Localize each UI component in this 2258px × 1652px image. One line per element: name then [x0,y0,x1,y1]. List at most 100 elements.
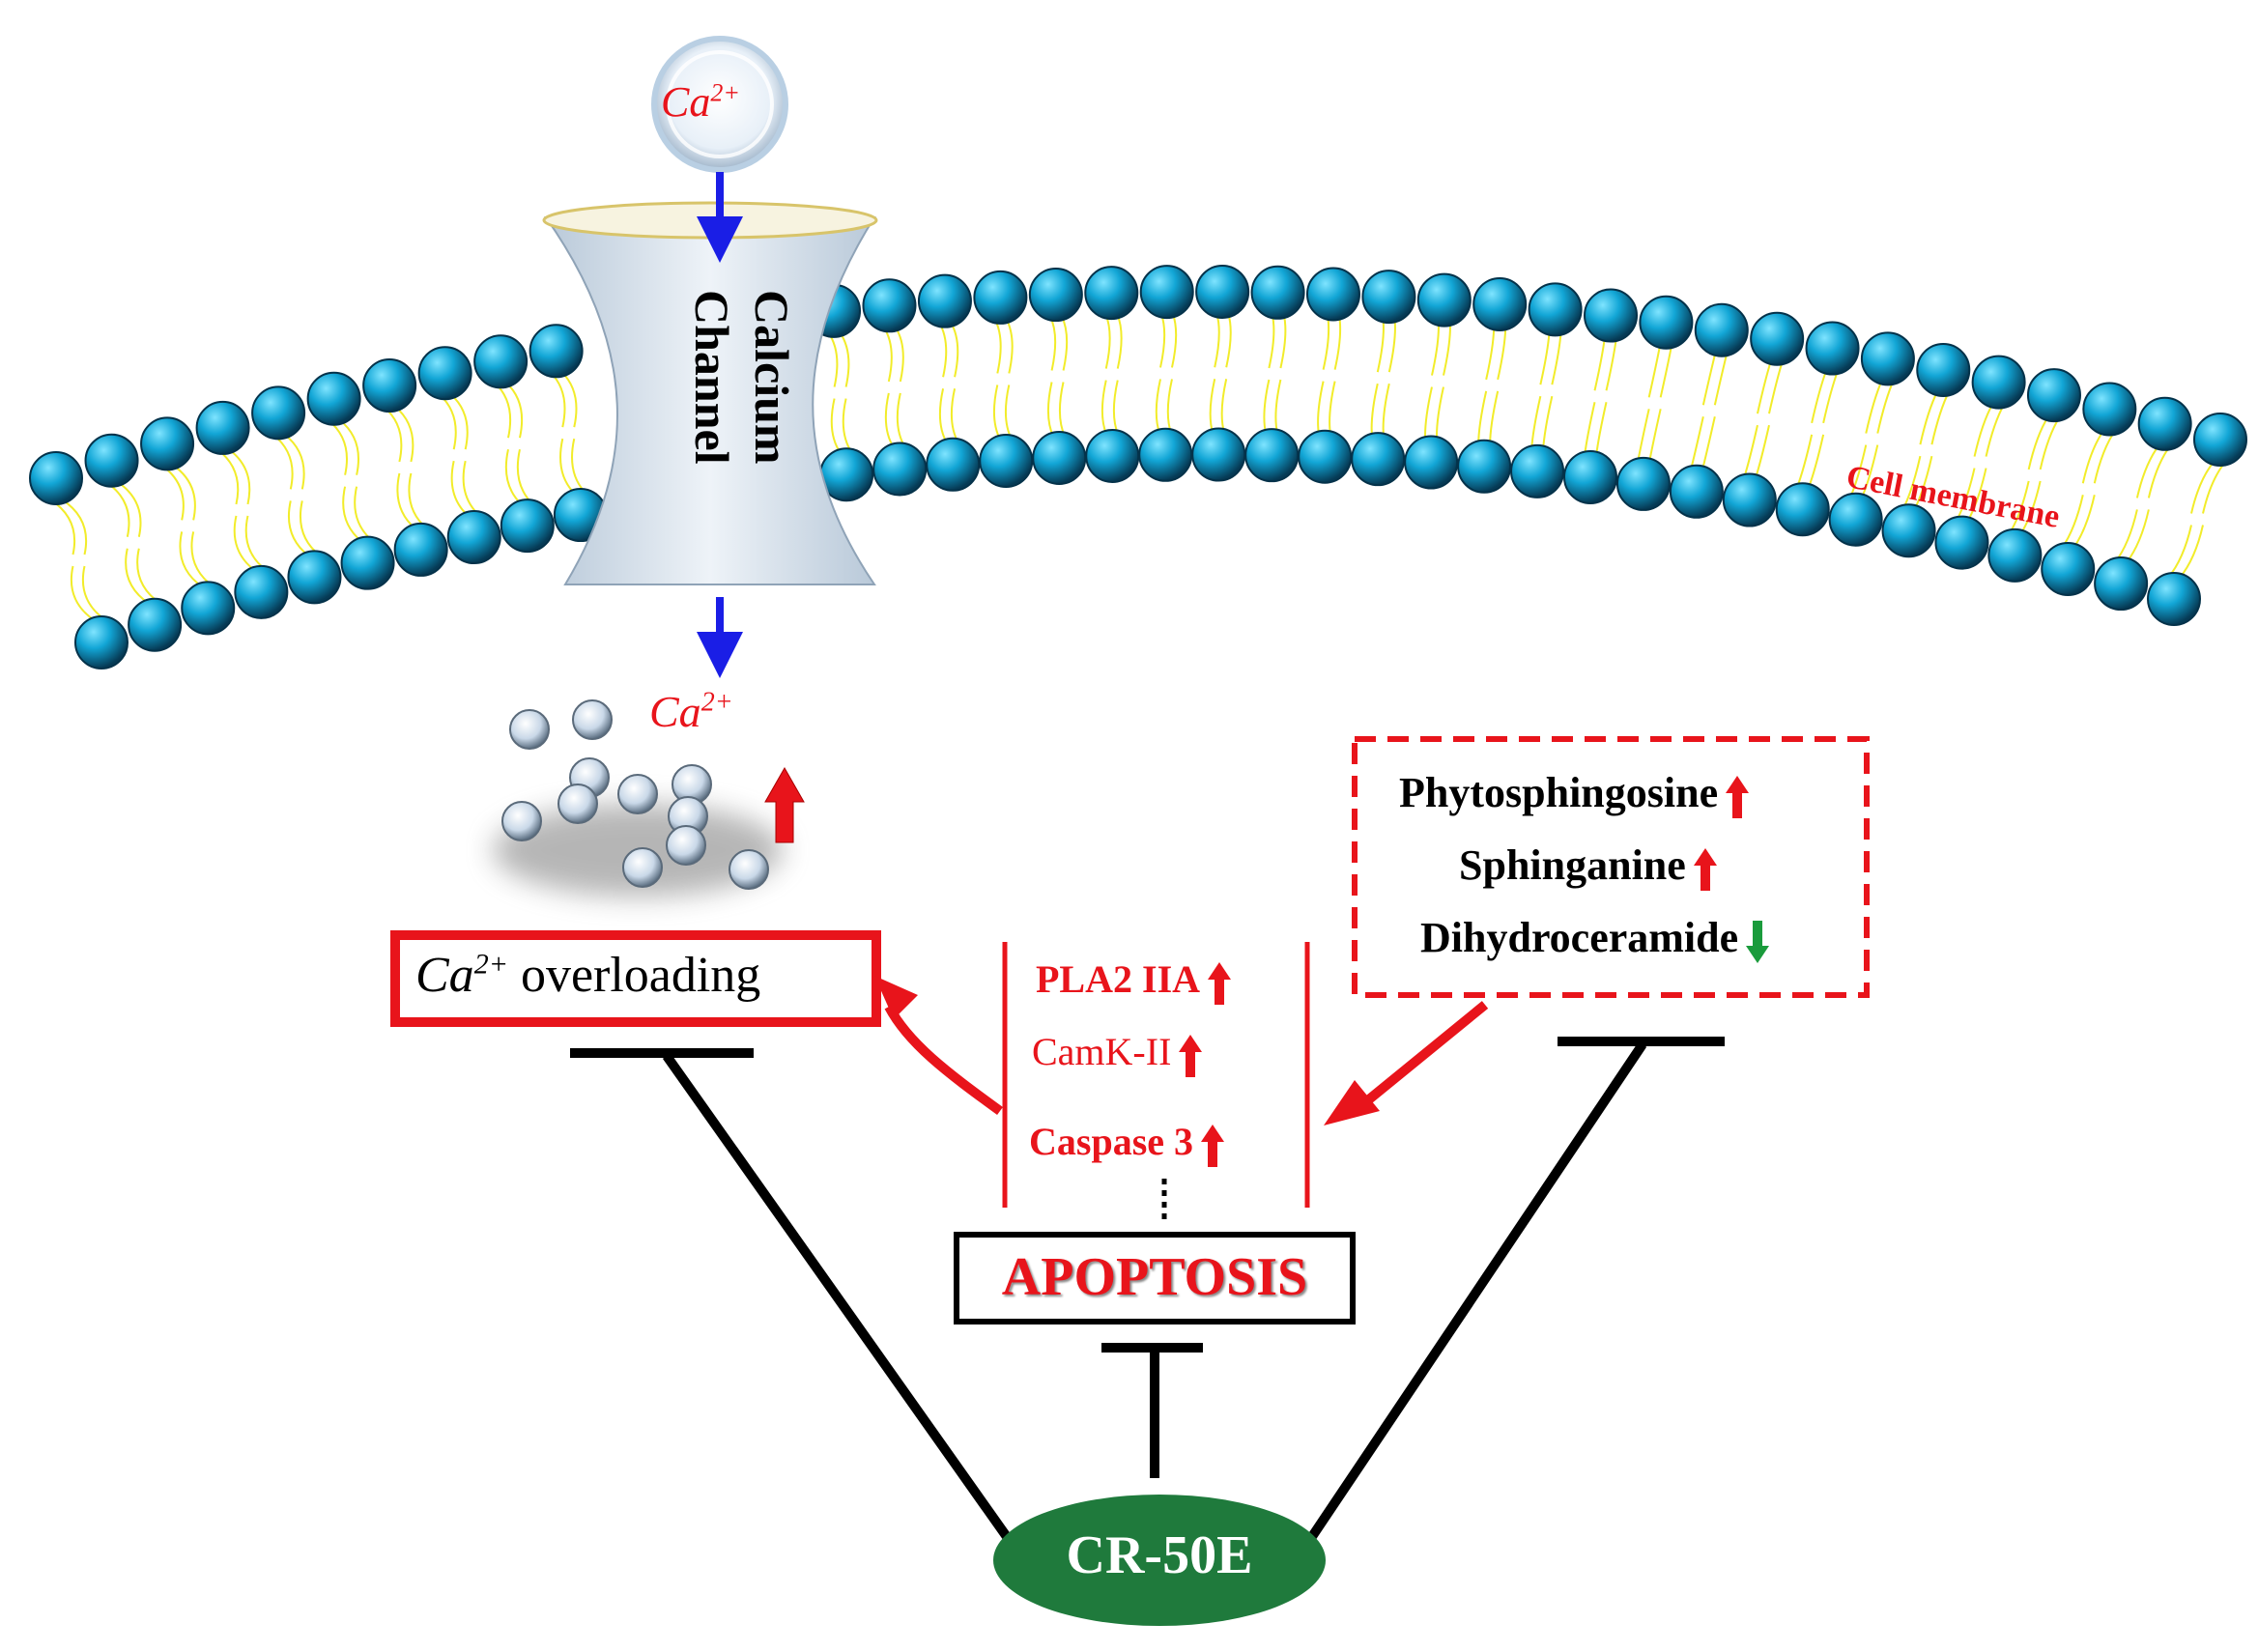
lipid-head [287,550,342,605]
lipid-head [1775,482,1830,537]
lipid-tail [1058,315,1069,438]
lipid-tail [1112,313,1123,436]
lipid-tail [215,448,256,572]
lipid-tail [1701,351,1729,471]
lipid-tail [950,322,960,444]
arrow-up-icon [1693,847,1717,891]
marker-row-3: Caspase 3 [1029,1119,1225,1167]
lipid-heads [29,264,2247,669]
lipid-head [362,358,417,413]
lipid-head [181,581,236,636]
lipid-tail [1807,369,1840,489]
overloading-prefix: Ca [415,948,474,1003]
lipid-head [1987,527,2043,583]
lipid-head [1971,355,2026,410]
lipid-head [1404,435,1459,490]
channel-line2: Channel [685,290,739,465]
arrow-up-icon [1726,775,1750,818]
lipid-tail [505,382,534,505]
sphingolipid-row-1: Phytosphingosine [1399,768,1750,818]
lipid-head [1250,265,1305,320]
ion-inner-sup: 2+ [700,687,733,718]
lipid-tail [227,448,268,572]
marker-row-2: CamK-II [1032,1029,1203,1077]
sphingolipid-box [1352,736,1870,998]
lipid-head [1191,427,1246,482]
lipid-head [1138,427,1193,482]
lipid-head [2147,572,2201,626]
lipid-head [1416,272,1472,328]
sphingolipid-label: Dihydroceramide [1420,914,1739,961]
lipid-tail [1209,312,1220,434]
lipid-head [1032,430,1087,485]
arrow-up-icon [1179,1034,1203,1077]
lipid-tail [894,326,907,449]
lipid-tail [1274,313,1287,435]
lipid-tail [827,331,842,454]
marker-label: PLA2 IIA [1036,957,1201,1001]
lipid-head [872,441,928,497]
lipid-head [2082,382,2137,437]
lipid-head [140,416,195,471]
lipid-tail [1689,351,1717,471]
lipid-head [74,615,129,669]
marker-to-overload-arrow [884,1004,1003,1116]
lipid-tail [383,406,416,529]
lipid-tail [1636,343,1662,464]
ion-inner-text: Ca [649,687,701,736]
compound-ellipse [993,1495,1326,1626]
lipid-head [2193,413,2247,467]
marker-label: CamK-II [1032,1030,1172,1073]
lipid-tail [1584,336,1607,457]
lipid-tail [1647,343,1673,464]
lipid-head [926,437,981,492]
lipid-head [1860,331,1915,386]
lipid-tail [1100,313,1111,436]
lipid-head [1615,456,1671,511]
lipid-head [1669,464,1724,519]
lipid-head [979,433,1034,488]
lipid-tail [1542,330,1562,450]
lipid-head [2137,396,2192,451]
lipid-head [29,451,83,505]
lipid-head [1195,264,1250,319]
lipid-head [2041,541,2096,596]
lipid-head [446,510,501,565]
lipid-head [234,564,289,619]
lipid-head [1694,302,1749,357]
lipid-tail [1795,369,1828,489]
lipid-tail [1155,312,1166,435]
arrow-up-icon [1201,1124,1225,1167]
lipid-tail [1742,359,1773,479]
apoptosis-box [954,1232,1356,1324]
lipid-head [1351,432,1406,487]
lipid-head [84,433,139,488]
arrow-up-icon [764,766,805,843]
lipid-head [973,270,1028,325]
ion-inner-label: Ca2+ [649,686,733,737]
lipid-tail [1220,312,1232,434]
lipid-tail [1370,317,1385,439]
lipid-tail [992,318,1002,441]
lipid-tail [394,406,428,529]
lipid-tail [283,433,322,557]
ion-top-sup: 2+ [710,78,740,107]
lipid-head [473,334,529,389]
lipid-tail [494,382,523,505]
compound-label: CR-50E [1066,1525,1253,1585]
lipid-head [1472,277,1528,331]
lipid-head [1563,449,1618,504]
calcium-cluster [493,699,783,897]
sphingolipid-to-marker-arrow [1360,1001,1489,1107]
arrowhead-icon [874,976,918,1019]
lipid-head [1805,321,1860,376]
lipid-tail [1046,315,1057,438]
inhibition-lines [570,1037,1725,1544]
lipid-head [1750,311,1805,366]
marker-label: Caspase 3 [1029,1120,1194,1163]
lipid-head [128,597,183,652]
lipid-head [1639,295,1694,350]
arrow-up-icon [1208,961,1232,1005]
overloading-suffix: overloading [520,948,761,1003]
